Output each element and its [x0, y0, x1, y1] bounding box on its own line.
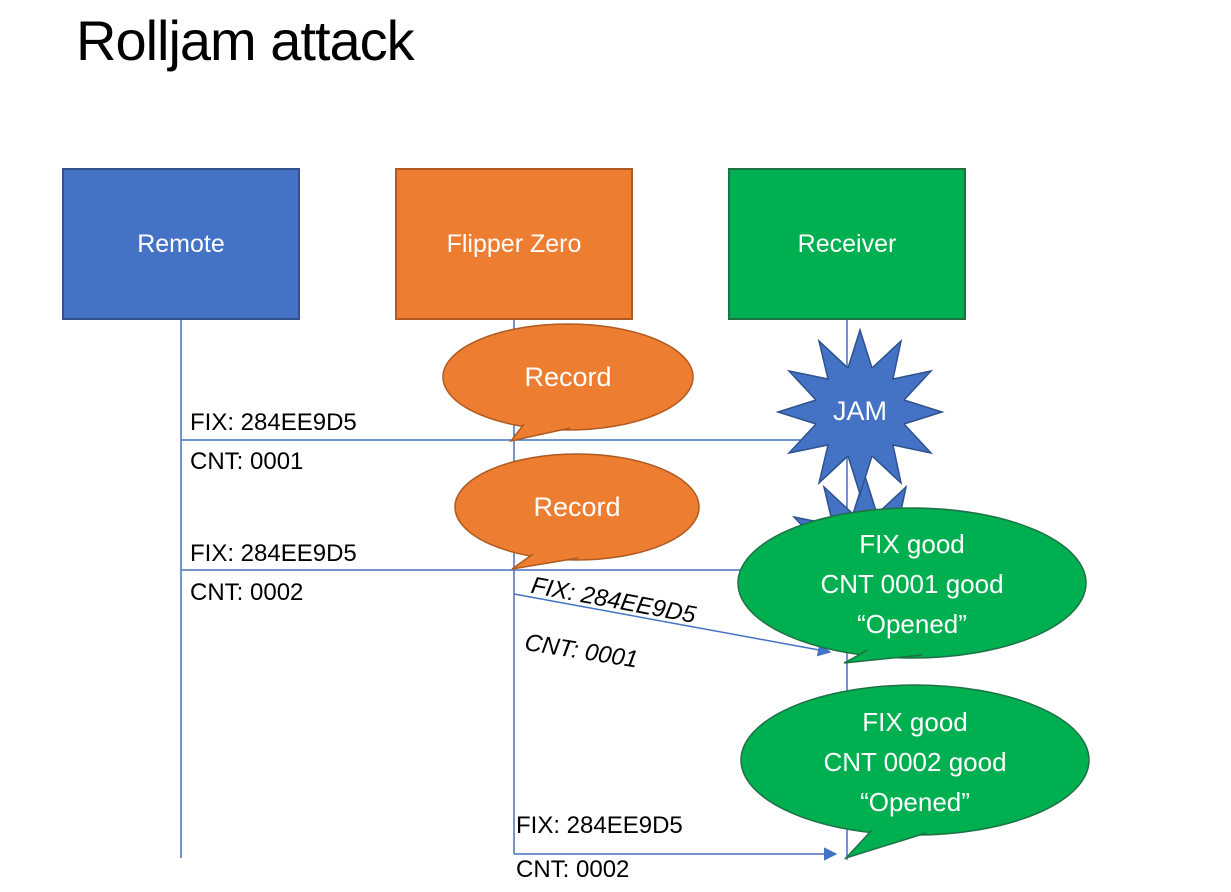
actor-flipper-label: Flipper Zero: [446, 229, 582, 258]
replay2-fix-label: FIX: 284EE9D5: [516, 812, 683, 839]
actor-flipper: Flipper Zero: [395, 168, 633, 320]
message2-fix-label: FIX: 284EE9D5: [190, 540, 357, 567]
record-bubble-2: [454, 453, 700, 561]
result1-text: FIX good CNT 0001 good “Opened”: [762, 524, 1062, 644]
actor-receiver-label: Receiver: [797, 229, 897, 258]
message1-cnt-label: CNT: 0001: [190, 448, 304, 475]
record-bubble-1: [442, 323, 694, 431]
record-bubble-2-tail: [511, 553, 579, 570]
replay2-cnt-label: CNT: 0002: [516, 856, 630, 883]
result-bubble-1-tail: [843, 649, 923, 664]
actor-remote: Remote: [62, 168, 300, 320]
record2-label: Record: [533, 492, 621, 522]
result1-line1: FIX good: [859, 529, 965, 559]
message2-cnt-label: CNT: 0002: [190, 579, 304, 606]
result2-line2: CNT 0002 good: [823, 747, 1007, 777]
result-bubble-1: [737, 507, 1087, 659]
replay-arrow-1: [513, 593, 832, 657]
message1-fix-label: FIX: 284EE9D5: [190, 409, 357, 436]
result1-line2: CNT 0001 good: [820, 569, 1004, 599]
jam-label: JAM: [833, 396, 887, 426]
actor-receiver: Receiver: [728, 168, 966, 320]
result-bubble-2-tail: [843, 829, 927, 860]
actor-remote-label: Remote: [137, 229, 225, 258]
result2-text: FIX good CNT 0002 good “Opened”: [765, 702, 1065, 822]
result2-line1: FIX good: [862, 707, 968, 737]
jam-star-1-icon: [775, 327, 945, 497]
record-bubble-1-tail: [509, 423, 571, 443]
slide-title: Rolljam attack: [76, 9, 415, 72]
result2-line3: “Opened”: [860, 787, 970, 817]
record1-label: Record: [524, 362, 612, 392]
result1-line3: “Opened”: [857, 609, 967, 639]
